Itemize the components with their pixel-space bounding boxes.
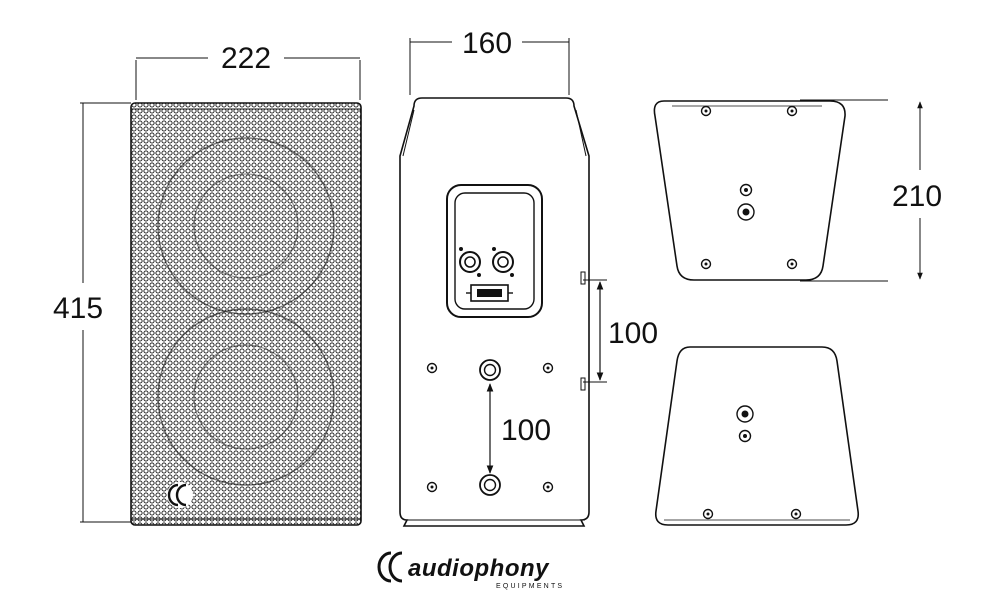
bracket-height-dimension: 210 [800, 99, 942, 282]
brand-name: audiophony [408, 555, 550, 582]
connector-plate [446, 184, 543, 318]
front-width-dimension: 222 [135, 42, 361, 100]
bracket-height-label: 210 [892, 180, 942, 213]
rear-hole-spacing-label: 100 [501, 414, 551, 447]
front-view [130, 102, 362, 526]
rear-hole-spacing-dimension: 100 [486, 383, 551, 474]
side-depth-label: 160 [462, 27, 512, 60]
height-dimension: 415 [53, 102, 131, 523]
mounting-screws [426, 362, 554, 493]
front-width-label: 222 [221, 42, 271, 75]
bottom-bracket-view [654, 346, 860, 526]
front-badge-logo-icon [167, 482, 193, 508]
top-bracket-view [653, 100, 846, 281]
selector-switch-icon [466, 284, 513, 302]
side-hole-spacing-dimension: 100 [583, 279, 658, 383]
audiophony-mark-icon [377, 551, 403, 583]
height-label: 415 [53, 292, 103, 325]
side-hole-spacing-label: 100 [608, 317, 658, 350]
rear-mount-holes [479, 359, 501, 496]
side-holes [580, 271, 586, 391]
side-view [399, 97, 590, 527]
speakon-input-icon [459, 247, 481, 277]
side-depth-dimension: 160 [409, 27, 570, 95]
audiophony-logo: audiophony EQUIPMENTS [377, 551, 564, 590]
brand-tagline: EQUIPMENTS [496, 583, 564, 590]
speakon-link-icon [492, 247, 514, 277]
